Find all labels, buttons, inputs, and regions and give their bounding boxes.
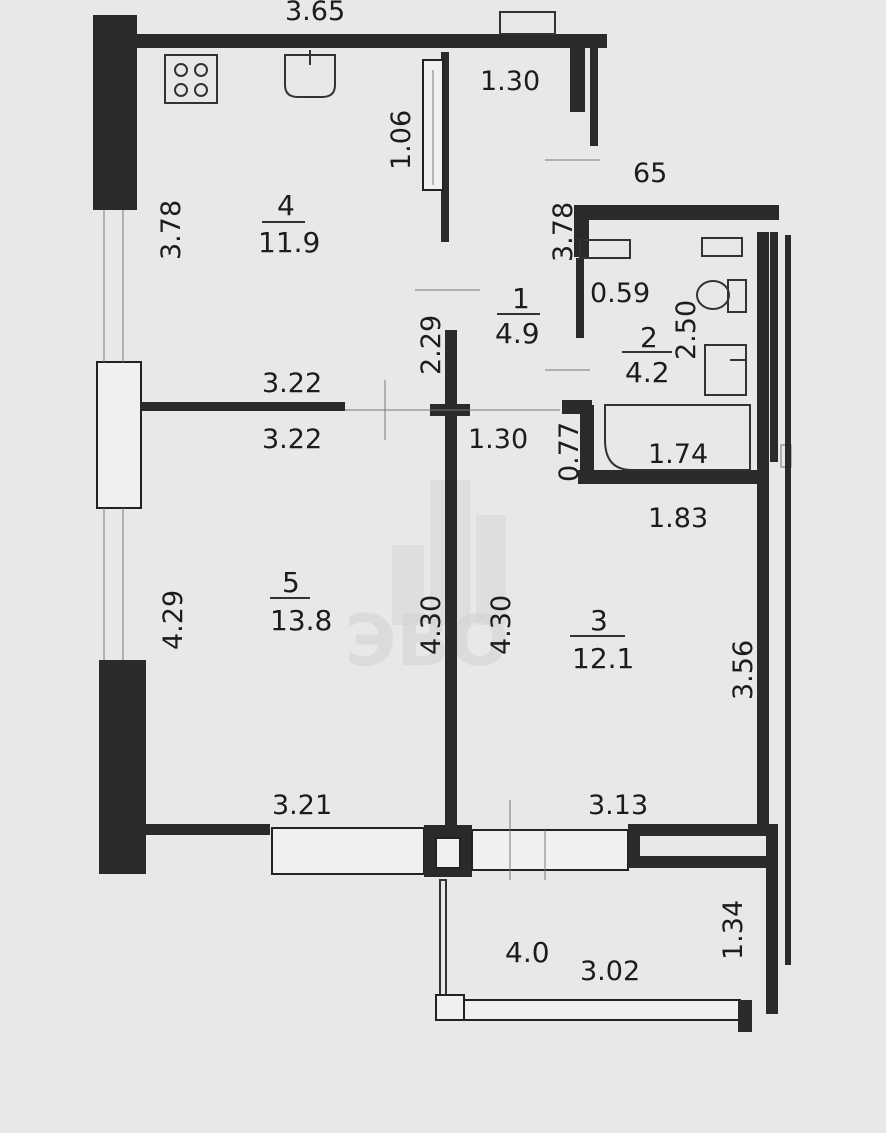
bath-bottom-wall bbox=[578, 470, 760, 484]
kitchen-room5-wall bbox=[140, 402, 345, 411]
window-bottom-left bbox=[271, 827, 425, 875]
kitchen-hall-wall bbox=[441, 52, 449, 242]
room-2-area: 4.2 bbox=[625, 356, 670, 389]
bath-door-jamb bbox=[562, 400, 592, 414]
dim-stair-65: 65 bbox=[633, 158, 667, 189]
room-2-number: 2 bbox=[640, 321, 658, 354]
room-3-area: 12.1 bbox=[572, 642, 634, 675]
dim-room5-height: 4.29 bbox=[158, 590, 189, 650]
watermark: ЭВО bbox=[345, 480, 509, 682]
dim-bath-height: 2.50 bbox=[671, 300, 702, 360]
top-right-stub bbox=[570, 48, 585, 112]
dim-hall-lower: 2.29 bbox=[416, 315, 447, 375]
balcony-rail bbox=[463, 999, 741, 1021]
room-divider-wall bbox=[445, 330, 457, 828]
balcony-area: 4.0 bbox=[505, 936, 550, 969]
dim-room3-inner: 4.30 bbox=[486, 595, 517, 655]
balcony-right-wall bbox=[766, 824, 778, 1014]
bottom-column-inner bbox=[435, 837, 461, 869]
dim-bath-inner: 0.59 bbox=[590, 278, 650, 309]
boiler-icon bbox=[701, 237, 743, 257]
balcony-right-post bbox=[738, 1000, 752, 1032]
room-4-number: 4 bbox=[277, 189, 295, 222]
dim-top-partial: 3.65 bbox=[285, 0, 345, 27]
dim-bath-width: 1.83 bbox=[648, 503, 708, 534]
room-5-area: 13.8 bbox=[270, 604, 332, 637]
left-pier-middle bbox=[96, 361, 142, 509]
bath-left-wall-bottom bbox=[580, 405, 594, 484]
stove-icon bbox=[164, 54, 218, 104]
room-1-area: 4.9 bbox=[495, 317, 540, 350]
bathtub-icon bbox=[604, 404, 751, 471]
dim-kitchen-height: 3.78 bbox=[156, 200, 187, 260]
balcony-post bbox=[435, 994, 465, 1021]
bath-shelf-icon bbox=[579, 239, 631, 259]
dim-bath-door: 0.77 bbox=[554, 422, 585, 482]
top-window bbox=[499, 11, 556, 35]
window-bottom-right bbox=[471, 829, 629, 871]
watermark-building-left bbox=[392, 545, 424, 625]
room-3-number: 3 bbox=[590, 604, 608, 637]
stair-wall-top bbox=[590, 46, 598, 146]
dim-hall-width: 1.30 bbox=[468, 424, 528, 455]
left-wall-bottom bbox=[99, 660, 146, 874]
dim-room3-height: 3.56 bbox=[728, 640, 759, 700]
bottom-wall-right bbox=[628, 824, 778, 836]
toilet-icon bbox=[696, 279, 747, 313]
watermark-building-right bbox=[476, 515, 506, 625]
room-4-area: 11.9 bbox=[258, 226, 320, 259]
dim-tub-width: 1.74 bbox=[648, 439, 708, 470]
dim-balcony-width: 3.02 bbox=[580, 956, 640, 987]
dim-wardrobe: 1.06 bbox=[386, 110, 417, 170]
washbasin-icon bbox=[704, 344, 747, 396]
far-right-line bbox=[785, 235, 791, 965]
watermark-text: ЭВО bbox=[345, 600, 509, 682]
right-wall-outer bbox=[770, 232, 778, 462]
dim-room5-width: 3.21 bbox=[272, 790, 332, 821]
balcony-top-wall bbox=[628, 856, 778, 868]
right-wall bbox=[757, 232, 769, 828]
left-wall-top bbox=[93, 15, 137, 210]
room-5-number: 5 bbox=[282, 566, 300, 599]
dim-kitchen-width: 3.22 bbox=[262, 368, 322, 399]
bath-top-wall bbox=[574, 205, 779, 220]
sink-icon bbox=[284, 54, 336, 98]
room-1-number: 1 bbox=[512, 282, 530, 315]
dim-room5-inner: 4.30 bbox=[416, 595, 447, 655]
dim-balcony-depth: 1.34 bbox=[718, 900, 749, 960]
dim-top-corridor: 1.30 bbox=[480, 66, 540, 97]
bottom-wall-left bbox=[146, 824, 270, 835]
bath-left-wall-mid bbox=[576, 258, 584, 338]
dim-hall-height: 3.78 bbox=[548, 202, 579, 262]
dim-room3-width: 3.13 bbox=[588, 790, 648, 821]
dim-room5-width-top: 3.22 bbox=[262, 424, 322, 455]
top-wall bbox=[137, 34, 607, 48]
